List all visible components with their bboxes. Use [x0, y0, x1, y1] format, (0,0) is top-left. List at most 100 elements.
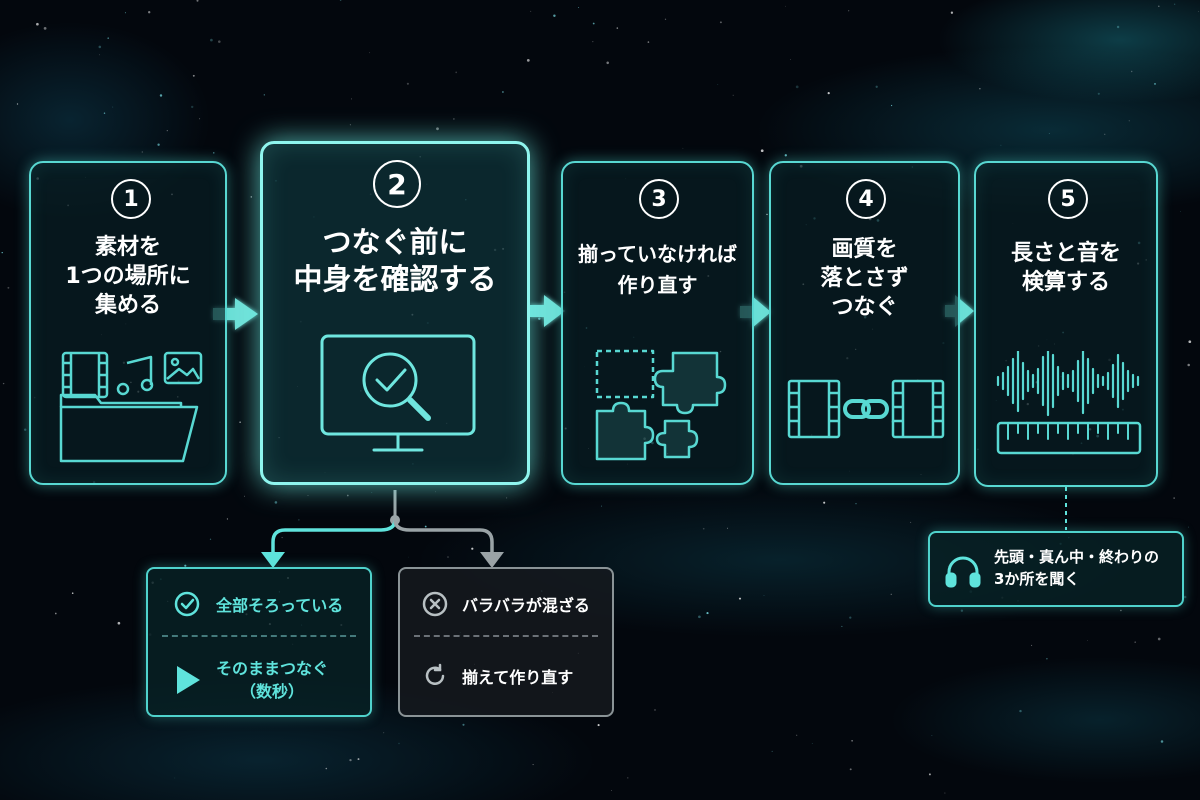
star — [960, 609, 964, 612]
star — [7, 286, 10, 289]
star — [1120, 609, 1122, 612]
star — [601, 505, 602, 507]
star — [931, 735, 933, 736]
star — [890, 593, 892, 595]
star — [849, 616, 852, 619]
branch-good-row-play-line2: （数秒） — [240, 682, 305, 702]
star — [738, 597, 742, 600]
star — [1048, 133, 1050, 134]
star — [849, 768, 852, 771]
star — [664, 18, 667, 20]
star — [1160, 740, 1164, 743]
step-4-card: 4 画質を 落とさず つなぐ — [769, 161, 960, 485]
step-1-card: 1 素材を 1つの場所に 集める — [29, 161, 227, 485]
star — [23, 428, 27, 431]
star — [174, 777, 176, 779]
star — [1134, 641, 1136, 643]
star — [192, 74, 195, 77]
star — [578, 7, 580, 8]
star — [210, 38, 213, 42]
star — [910, 521, 912, 523]
check-circle-icon — [174, 591, 200, 617]
puzzle-pieces-icon — [595, 349, 727, 461]
star — [71, 592, 74, 594]
star — [196, 0, 199, 2]
star — [1180, 211, 1181, 213]
star — [209, 538, 212, 540]
star — [979, 88, 981, 90]
star — [784, 154, 787, 157]
star — [1000, 144, 1002, 146]
star — [383, 732, 385, 734]
star — [16, 103, 19, 105]
step-3-number: 3 — [639, 179, 679, 219]
star — [218, 40, 221, 43]
star — [760, 149, 764, 153]
star — [281, 537, 283, 539]
star — [592, 22, 595, 25]
step-1-number: 1 — [111, 179, 151, 219]
star — [307, 495, 309, 497]
star — [263, 94, 265, 96]
star — [597, 724, 600, 727]
star — [1104, 133, 1106, 135]
step-1-label: 素材を 1つの場所に 集める — [65, 235, 191, 319]
step-3-card: 3 揃っていなければ 作り直す — [561, 161, 754, 485]
star — [851, 739, 853, 742]
play-icon — [177, 666, 200, 695]
star — [36, 22, 39, 26]
star — [1183, 595, 1187, 599]
star — [43, 27, 47, 30]
star — [784, 5, 786, 7]
monitor-magnifier-check-icon — [320, 334, 476, 452]
star — [1046, 658, 1048, 660]
star — [654, 709, 656, 711]
star — [1087, 640, 1088, 641]
star — [325, 767, 328, 770]
star — [369, 52, 371, 54]
step-2-label: つなぐ前に 中身を確認する — [293, 225, 497, 297]
star — [766, 213, 768, 216]
listen-note-text: 先頭・真ん中・終わりの 3か所を聞く — [994, 548, 1160, 588]
star — [501, 91, 504, 93]
star — [349, 124, 351, 126]
star — [424, 525, 427, 528]
star — [184, 564, 187, 567]
star — [616, 27, 619, 29]
branch-good-row-play-line1: そのままつなぐ — [216, 659, 329, 678]
branch-bad-row-x-text: バラバラが混ざる — [462, 596, 590, 615]
star — [124, 12, 126, 14]
branch-bad-divider — [414, 635, 598, 637]
star — [103, 112, 106, 114]
step-5-card: 5 長さと音を 検算する — [974, 161, 1158, 487]
x-circle-icon — [422, 591, 448, 617]
star — [447, 556, 449, 558]
star — [841, 625, 843, 627]
star — [1173, 497, 1175, 499]
star — [698, 615, 701, 619]
step-4-number: 4 — [846, 179, 886, 219]
star — [239, 421, 241, 423]
star — [891, 104, 893, 107]
star — [346, 494, 349, 497]
star — [855, 503, 857, 505]
star — [1031, 644, 1033, 646]
listen-note-panel: 先頭・真ん中・終わりの 3か所を聞く — [928, 531, 1184, 607]
star — [682, 147, 684, 149]
branch-connector — [261, 490, 504, 568]
star — [471, 547, 474, 550]
star — [796, 734, 798, 736]
star — [790, 59, 791, 60]
star — [453, 118, 455, 120]
branch-bad-row-refresh-text: 揃えて作り直す — [462, 668, 574, 687]
step-3-label: 揃っていなければ 作り直す — [578, 242, 737, 297]
star — [157, 143, 160, 146]
star — [795, 85, 799, 89]
star — [944, 792, 946, 794]
star — [1174, 3, 1176, 5]
star — [213, 152, 215, 154]
star — [719, 21, 722, 24]
star — [1131, 70, 1133, 73]
star — [436, 127, 439, 131]
star — [706, 612, 709, 615]
